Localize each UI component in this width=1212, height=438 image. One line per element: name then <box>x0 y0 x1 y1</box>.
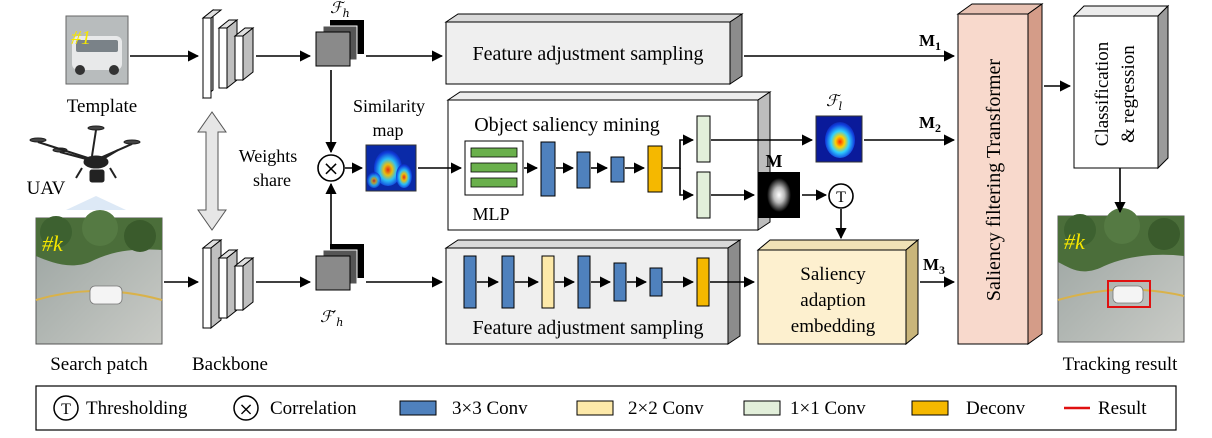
legend-deconv: Deconv <box>911 398 1026 419</box>
fas-bottom-label: Feature adjustment sampling <box>472 317 703 339</box>
mask-image <box>758 172 800 218</box>
m1-label: M1 <box>919 31 941 53</box>
sae-label-1: Saliency <box>800 264 866 285</box>
cls-reg-label-2: & regression <box>1118 45 1139 143</box>
sft-label: Saliency filtering Transformer <box>983 59 1005 302</box>
svg-text:2×2 Conv: 2×2 Conv <box>628 398 704 419</box>
cls-reg-label-1: Classification <box>1092 41 1113 146</box>
connections <box>130 50 1126 288</box>
mask-label: M <box>766 151 783 171</box>
backbone-bottom <box>201 238 255 330</box>
search-patch-image: #k <box>35 210 163 345</box>
uav-view-cone <box>66 196 126 210</box>
svg-text:T: T <box>836 189 846 206</box>
m3-label: M3 <box>923 255 945 277</box>
feature-stack-fh <box>315 20 364 67</box>
svg-text:×: × <box>323 156 340 180</box>
fas-conv3-layer-1 <box>463 255 477 309</box>
fas-top-label: Feature adjustment sampling <box>472 43 703 65</box>
threshold-node: T <box>828 183 854 209</box>
svg-text:3×3 Conv: 3×3 Conv <box>452 398 528 419</box>
osm-conv1-branch-top <box>696 115 711 163</box>
legend-conv1: 1×1 Conv <box>743 398 866 419</box>
legend-conv3: 3×3 Conv <box>399 398 528 419</box>
uav-label: UAV <box>27 178 66 199</box>
backbone-label: Backbone <box>192 354 268 375</box>
fh-prime-label: ℱ′h <box>320 307 343 329</box>
uav-icon <box>29 125 141 183</box>
tracking-result-image: #k <box>1057 208 1185 343</box>
legend-result: Result <box>1064 398 1147 419</box>
fas-conv3-layer-4 <box>613 262 627 302</box>
fl-label: ℱl <box>826 91 843 113</box>
legend-correlation: × Correlation <box>233 395 357 421</box>
m2-label: M2 <box>919 113 941 135</box>
osm-conv3-layer-1 <box>540 141 556 197</box>
sae-box: Saliency adaption embedding <box>756 238 920 346</box>
result-box <box>1107 280 1151 308</box>
svg-text:1×1 Conv: 1×1 Conv <box>790 398 866 419</box>
fas-conv2-layer <box>541 255 555 309</box>
mlp-label: MLP <box>472 204 509 224</box>
svg-text:Deconv: Deconv <box>966 398 1026 419</box>
fl-heatmap-image <box>815 115 863 163</box>
svg-text:Correlation: Correlation <box>270 398 357 419</box>
legend: T Thresholding × Correlation 3×3 Conv 2×… <box>35 385 1177 431</box>
sae-label-2: adaption <box>800 290 866 311</box>
sft-box: Saliency filtering Transformer <box>956 3 1044 345</box>
mlp-block <box>464 140 524 196</box>
osm-deconv-layer <box>647 145 663 193</box>
search-frame-id: #k <box>42 231 64 256</box>
weights-share-label-2: share <box>253 170 291 190</box>
weights-share-arrow <box>197 111 227 231</box>
svg-text:×: × <box>238 399 253 420</box>
svg-text:Result: Result <box>1098 398 1147 419</box>
backbone-top <box>201 8 255 100</box>
template-frame-id: #1 <box>71 27 91 49</box>
similarity-map-image <box>365 144 417 192</box>
svg-text:Thresholding: Thresholding <box>86 398 188 419</box>
fas-conv3-layer-3 <box>577 255 591 309</box>
similarity-label-1: Similarity <box>353 96 425 116</box>
legend-threshold: T Thresholding <box>53 395 188 421</box>
osm-label: Object saliency mining <box>474 114 660 136</box>
osm-conv1-branch-bottom <box>696 171 711 219</box>
fas-conv3-layer-2 <box>501 255 515 309</box>
correlation-node: × <box>317 154 345 182</box>
fas-top-box: Feature adjustment sampling <box>444 13 744 85</box>
search-patch-label: Search patch <box>50 354 148 375</box>
osm-conv3-layer-3 <box>610 156 625 183</box>
result-frame-id: #k <box>1064 229 1086 254</box>
osm-conv3-layer-2 <box>576 151 591 189</box>
sae-label-3: embedding <box>791 316 876 337</box>
fas-conv3-layer-5 <box>649 267 663 297</box>
tracking-result-label: Tracking result <box>1063 354 1179 375</box>
fas-deconv-layer <box>696 257 710 307</box>
fh-label: ℱh <box>330 0 350 20</box>
svg-text:T: T <box>61 401 71 418</box>
feature-stack-fh-prime <box>315 244 364 291</box>
cls-reg-box: Classification & regression <box>1072 4 1170 170</box>
template-label: Template <box>67 96 137 117</box>
template-image: #1 <box>65 15 129 85</box>
legend-conv2: 2×2 Conv <box>576 398 704 419</box>
similarity-label-2: map <box>373 120 404 140</box>
weights-share-label-1: Weights <box>239 146 298 166</box>
